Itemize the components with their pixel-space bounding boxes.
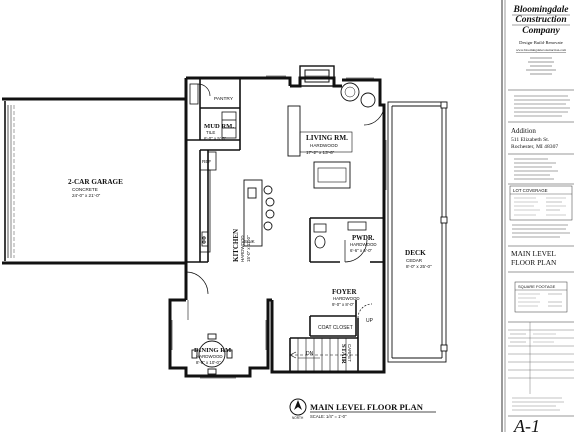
spec-table xyxy=(514,158,558,180)
sink-name: SINK xyxy=(244,239,256,244)
stair-finish: CARPET xyxy=(347,344,352,362)
company-address-lines xyxy=(526,57,556,75)
stair-name: STAIR xyxy=(340,344,347,364)
exterior-walls xyxy=(168,76,386,378)
kitchen-finish: HARDWOOD xyxy=(240,235,245,262)
kitchen-island xyxy=(243,179,275,247)
plan-title: MAIN LEVEL FLOOR PLAN xyxy=(310,402,424,412)
dining-size: 8'-0" x 10'-0" xyxy=(196,360,221,365)
revision-table xyxy=(508,322,574,394)
company-website: www.bloomingdaleconstruction.com xyxy=(516,48,566,52)
lot-coverage-panel: LOT COVERAGE xyxy=(509,185,573,221)
fireplace xyxy=(299,65,335,87)
deck-name: DECK xyxy=(405,249,426,257)
ref-name: REF xyxy=(202,159,211,164)
kitchen-counters xyxy=(199,151,217,253)
dining-finish: HARDWOOD xyxy=(196,354,223,359)
powder-name: PWDR. xyxy=(352,235,375,242)
mud-room-lockers xyxy=(189,83,237,139)
pantry-name: PANTRY xyxy=(214,96,234,102)
company-tagline: Design·Build·Renovate xyxy=(519,40,563,45)
garage-finish: CONCRETE xyxy=(72,187,98,192)
foyer-size: 9'-0" x 8'-0" xyxy=(332,302,355,307)
plan-title-block: NORTH MAIN LEVEL FLOOR PLAN SCALE: 1/4" … xyxy=(289,398,436,420)
floor-plan xyxy=(2,65,448,379)
living-furniture xyxy=(287,82,376,189)
sheet-title-line-1: MAIN LEVEL xyxy=(511,249,556,258)
mud-finish: TILE xyxy=(206,130,215,135)
coat-name: COAT CLOSET xyxy=(318,325,353,331)
logo-line-1: Bloomingdale xyxy=(513,5,570,15)
sheet-number: A-1 xyxy=(513,416,540,432)
square-footage-panel: SQUARE FOOTAGE xyxy=(514,281,568,313)
kitchen-size: 15'-0" x 11'-0" xyxy=(246,235,251,262)
north-label: NORTH xyxy=(292,416,304,420)
deck-outline xyxy=(387,101,448,363)
powder-size: 6'-6" x 6'-0" xyxy=(350,248,373,253)
legal-notice xyxy=(514,95,570,117)
garage-name: 2-CAR GARAGE xyxy=(68,178,123,186)
deck-finish: CEDAR xyxy=(406,258,423,263)
deck-size: 8'-0" x 25'-0" xyxy=(406,264,432,269)
project-city: Rochester, MI 48307 xyxy=(511,144,558,150)
project-street: 511 Elizabeth St. xyxy=(511,137,550,143)
dining-name: DINING RM. xyxy=(194,347,233,354)
room-labels: 2-CAR GARAGE CONCRETE 24'-0" x 21'-0" MU… xyxy=(68,96,432,365)
living-finish: HARDWOOD xyxy=(310,143,338,148)
dining-table xyxy=(191,333,233,375)
north-arrow: NORTH xyxy=(289,398,307,420)
title-block: Bloomingdale Construction Company Design… xyxy=(501,0,575,432)
logo-line-2: Construction xyxy=(515,15,566,25)
sheet-title-line-2: FLOOR PLAN xyxy=(511,258,557,267)
project-name: Addition xyxy=(511,127,536,135)
mud-name: MUD RM. xyxy=(204,123,234,130)
square-footage-heading: SQUARE FOOTAGE xyxy=(518,284,556,289)
mud-size: 6'-0" x 5'-6" xyxy=(204,136,227,141)
stair-treads xyxy=(289,338,358,372)
kitchen-name: KITCHEN xyxy=(232,229,240,262)
company-logo: Bloomingdale Construction Company xyxy=(507,1,575,47)
general-notes xyxy=(512,224,570,238)
foyer-name: FOYER xyxy=(332,288,357,296)
door-swings xyxy=(185,83,385,319)
garage-size: 24'-0" x 21'-0" xyxy=(72,193,101,198)
powder-fixtures xyxy=(313,221,367,249)
dn-label: DN xyxy=(306,351,314,357)
plan-scale: SCALE: 1/4" = 1'-0" xyxy=(310,414,347,419)
foyer-finish: HARDWOOD xyxy=(333,296,360,301)
powder-finish: HARDWOOD xyxy=(350,242,377,247)
contractor-note xyxy=(512,397,564,411)
living-size: 17'-2" x 13'-6" xyxy=(306,150,335,155)
lot-coverage-heading: LOT COVERAGE xyxy=(513,188,548,193)
windows xyxy=(171,75,387,379)
living-name: LIVING RM. xyxy=(306,134,348,142)
logo-line-3: Company xyxy=(522,26,560,36)
up-label: UP xyxy=(366,318,374,324)
